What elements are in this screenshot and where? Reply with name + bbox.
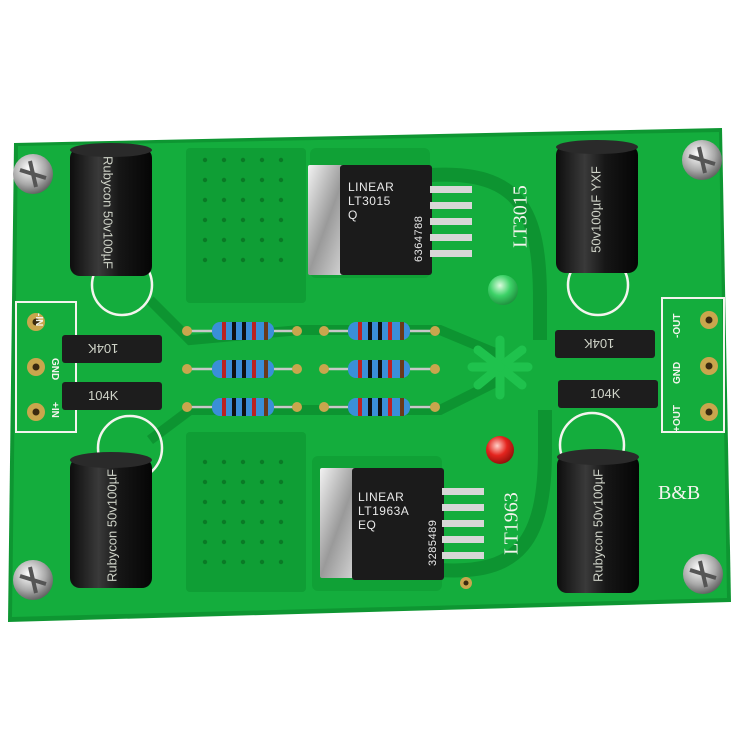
chip-part: LT3015 <box>348 194 391 208</box>
chip-suffix: Q <box>348 208 358 222</box>
chip-brand: LINEAR <box>348 180 395 194</box>
film-cap-label: 104K <box>88 341 119 356</box>
green-led-icon <box>488 275 518 305</box>
mounting-screw-icon <box>13 560 53 600</box>
regulator-chip-bottom <box>320 468 484 589</box>
chip-brand: LINEAR <box>358 490 405 504</box>
electrolytic-capacitor-bottom-right <box>557 411 639 593</box>
mounting-screw-icon <box>683 554 723 594</box>
silk-label-lt3015: LT3015 <box>509 185 532 248</box>
cap-mark: YXF <box>588 166 604 192</box>
film-capacitor-bodies <box>62 330 658 410</box>
cap-brand: Rubycon <box>104 530 120 583</box>
cap-rating: 50v100µF <box>100 210 116 270</box>
cap-brand: Rubycon <box>590 530 606 583</box>
electrolytic-label: Rubycon 50v100µF <box>591 466 606 586</box>
electrolytic-label: Rubycon 50v100µF <box>101 153 116 273</box>
cap-brand: Rubycon <box>100 155 116 208</box>
film-cap-label: 104K <box>88 388 119 403</box>
pin-label-gnd-out: GND <box>672 361 683 384</box>
thermal-spoke-pattern <box>467 335 533 400</box>
silk-label-lt1963: LT1963 <box>500 492 523 555</box>
pin-label-neg-out: -OUT <box>672 313 683 338</box>
regulator-top-markings: LINEAR LT3015 Q <box>348 180 428 222</box>
regulator-bottom-markings: LINEAR LT1963A EQ <box>358 490 442 532</box>
left-header-pads <box>15 301 77 433</box>
regulator-chip-top <box>308 165 472 275</box>
right-header-pads <box>661 297 725 433</box>
via-grid-top <box>202 157 284 263</box>
pin-label-gnd-in: GND <box>49 358 60 381</box>
chip-date-code: 6364788 <box>413 215 425 262</box>
electrolytic-label: Rubycon 50v100µF <box>105 466 120 586</box>
resistor-array <box>182 322 440 416</box>
pin-label-pos-in: +IN <box>49 402 60 418</box>
silk-maker-logo: B&B <box>658 482 701 504</box>
cap-rating: 50v100µF <box>588 194 604 253</box>
red-led-icon <box>486 436 514 464</box>
electrolytic-label: 50v100µF YXF <box>589 150 604 270</box>
cap-rating: 50v100µF <box>104 468 120 528</box>
chip-suffix: EQ <box>358 518 377 532</box>
electrolytic-capacitor-top-left <box>70 143 154 317</box>
film-cap-label: 104K <box>590 386 621 401</box>
electrolytic-capacitor-bottom-left <box>70 414 164 588</box>
chip-date-code: 3285489 <box>427 519 439 566</box>
pin-label-pos-out: +OUT <box>672 405 683 432</box>
mounting-screw-icon <box>682 140 722 180</box>
mounting-screw-icon <box>13 154 53 194</box>
chip-part: LT1963A <box>358 504 410 518</box>
electrolytic-capacitor-top-right <box>556 140 638 317</box>
via-grid-bottom <box>202 459 284 565</box>
film-cap-label: 104K <box>584 336 615 351</box>
pin-label-neg-in: -IN <box>33 313 44 327</box>
cap-rating: 50v100µF <box>590 468 606 528</box>
